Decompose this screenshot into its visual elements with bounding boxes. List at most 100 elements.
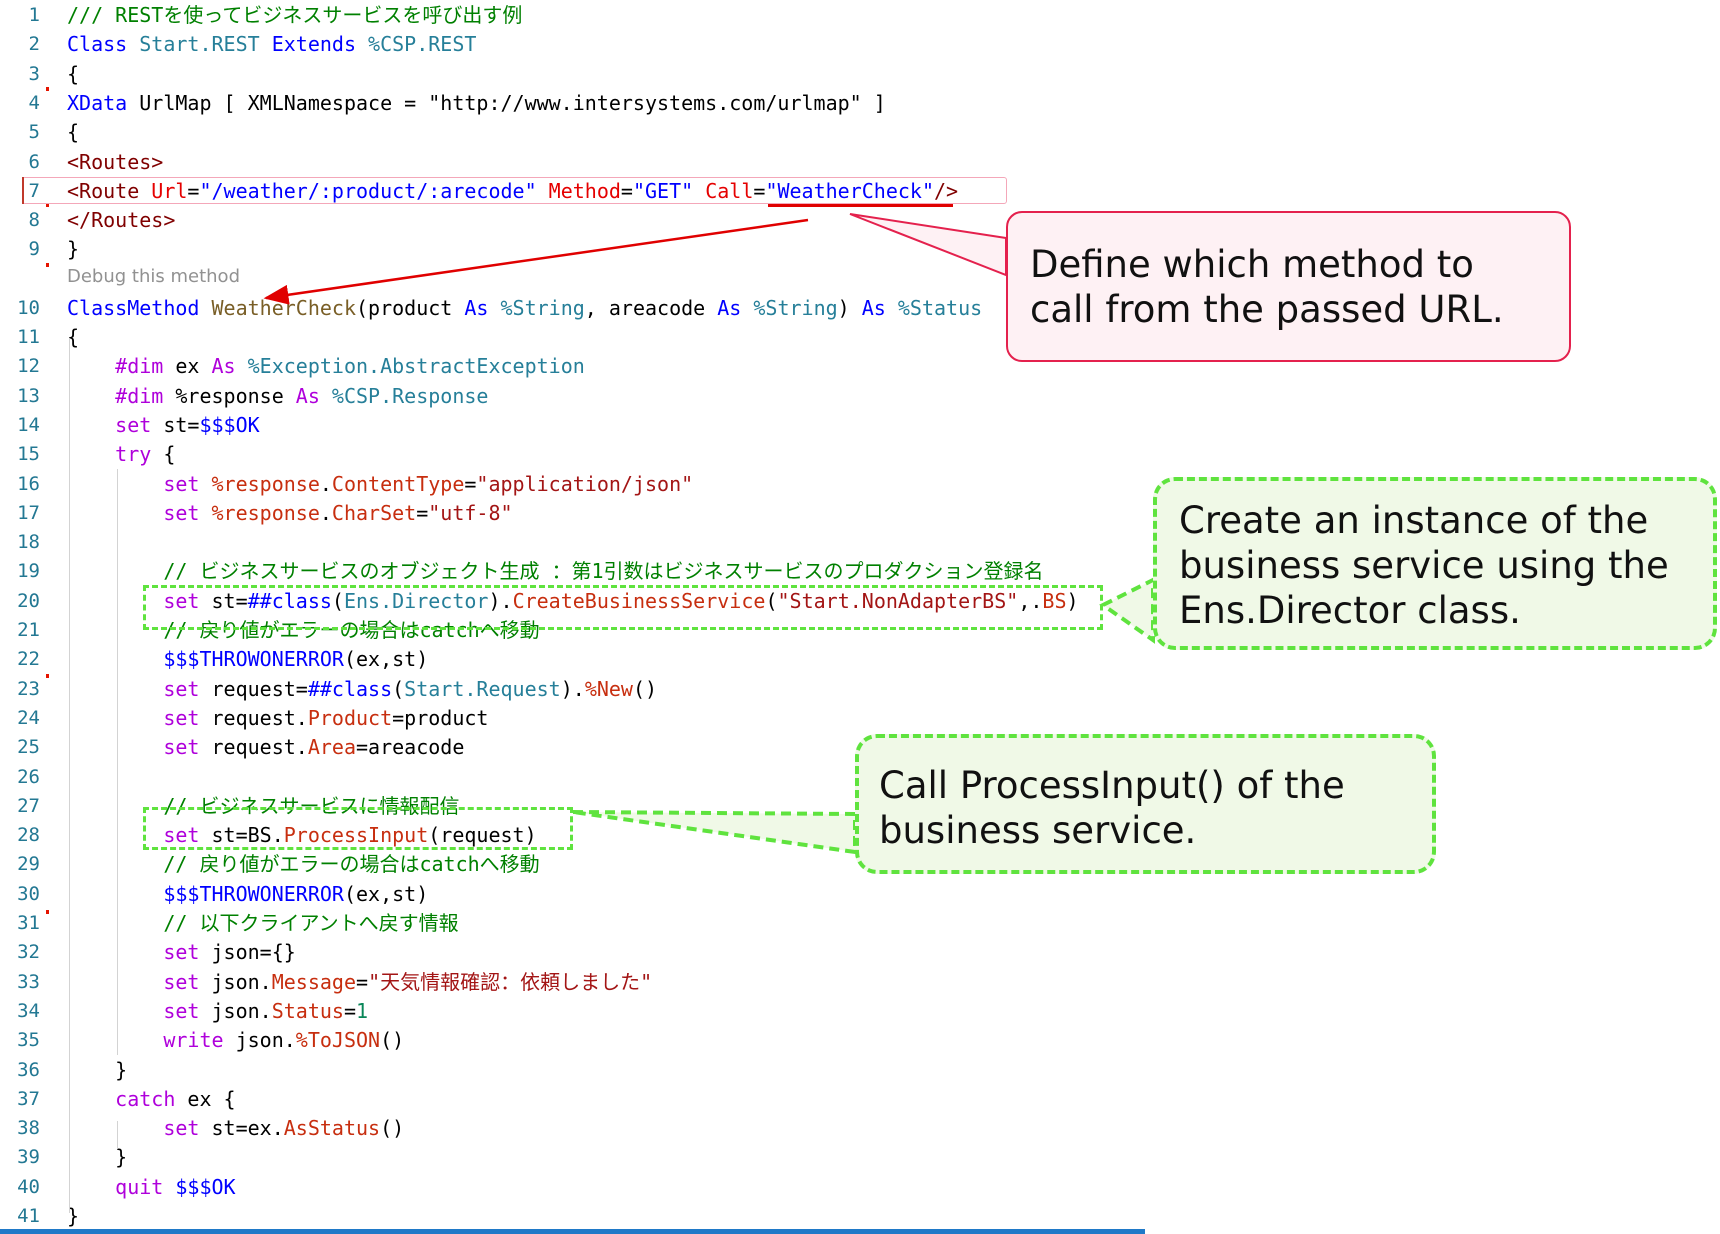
code-line[interactable]: 12 #dim ex As %Exception.AbstractExcepti… (0, 352, 1145, 381)
code-line[interactable]: 40 quit $$$OK (0, 1173, 1145, 1202)
code-token: st=ex. (211, 1116, 284, 1140)
code-text[interactable]: set st=##class(Ens.Director).CreateBusin… (67, 587, 1078, 616)
code-text[interactable]: // 以下クライアントへ戻す情報 (67, 909, 458, 938)
code-text[interactable]: </Routes> (67, 206, 175, 235)
code-line[interactable]: 3{ (0, 60, 1145, 89)
code-line[interactable]: 31 // 以下クライアントへ戻す情報 (0, 909, 1145, 938)
code-text[interactable]: #dim %response As %CSP.Response (67, 382, 488, 411)
code-line[interactable]: 22 $$$THROWONERROR(ex,st) (0, 645, 1145, 674)
code-text[interactable]: set json={} (67, 938, 295, 967)
code-text[interactable]: set json.Status=1 (67, 997, 368, 1026)
editor-bottom-scrollbar[interactable] (0, 1229, 1145, 1234)
code-token: = (753, 179, 766, 203)
code-line[interactable]: 1/// RESTを使ってビジネスサービスを呼び出す例 (0, 1, 1145, 30)
code-line[interactable]: 21 // 戻り値がエラーの場合はcatchへ移動 (0, 616, 1145, 645)
code-line[interactable]: 19 // ビジネスサービスのオブジェクト生成 ：第1引数はビジネスサービスのプ… (0, 557, 1145, 586)
code-text[interactable]: XData UrlMap [ XMLNamespace = "http://ww… (67, 89, 886, 118)
code-line[interactable]: 15 try { (0, 440, 1145, 469)
code-text[interactable]: { (67, 323, 79, 352)
change-marker-22 (46, 674, 49, 678)
debug-method-codelens[interactable]: Debug this method (67, 266, 240, 287)
code-line[interactable]: 36 } (0, 1056, 1145, 1085)
code-line[interactable]: 13 #dim %response As %CSP.Response (0, 382, 1145, 411)
code-text[interactable]: } (67, 1056, 127, 1085)
code-text[interactable]: set json.Message="天気情報確認：依頼しました" (67, 968, 652, 997)
code-line[interactable]: 20 set st=##class(Ens.Director).CreateBu… (0, 587, 1145, 616)
code-text[interactable]: Class Start.REST Extends %CSP.REST (67, 30, 476, 59)
code-line[interactable]: 32 set json={} (0, 938, 1145, 967)
code-line[interactable]: 35 write json.%ToJSON() (0, 1026, 1145, 1055)
code-text[interactable]: { (67, 118, 79, 147)
code-text[interactable]: set %response.ContentType="application/j… (67, 470, 693, 499)
code-line[interactable]: 33 set json.Message="天気情報確認：依頼しました" (0, 968, 1145, 997)
code-text[interactable]: set st=$$$OK (67, 411, 260, 440)
code-line[interactable]: 24 set request.Product=product (0, 704, 1145, 733)
code-token: (request) (428, 823, 537, 847)
code-text[interactable]: // ビジネスサービスに情報配信 (67, 792, 459, 821)
code-text[interactable]: <Route Url="/weather/:product/:arecode" … (67, 177, 958, 206)
code-token: (product (356, 296, 465, 320)
code-token: Ens.Director (343, 589, 489, 613)
code-token: write (67, 1028, 236, 1052)
code-text[interactable]: set request.Product=product (67, 704, 488, 733)
code-token: ). (488, 589, 513, 613)
code-line[interactable]: 17 set %response.CharSet="utf-8" (0, 499, 1145, 528)
code-line[interactable]: 27 // ビジネスサービスに情報配信 (0, 792, 1145, 821)
code-token: <Routes> (67, 150, 164, 174)
code-line[interactable]: 39 } (0, 1143, 1145, 1172)
code-text[interactable]: set st=ex.AsStatus() (67, 1114, 404, 1143)
code-text[interactable]: set st=BS.ProcessInput(request) (67, 821, 537, 850)
code-text[interactable]: } (67, 1143, 127, 1172)
code-text[interactable]: try { (67, 440, 175, 469)
code-text[interactable]: quit $$$OK (67, 1173, 235, 1202)
code-line[interactable]: 6<Routes> (0, 148, 1145, 177)
code-text[interactable]: // 戻り値がエラーの場合はcatchへ移動 (67, 616, 539, 645)
code-line[interactable]: 38 set st=ex.AsStatus() (0, 1114, 1145, 1143)
code-line[interactable]: 5{ (0, 118, 1145, 147)
code-text[interactable]: set request=##class(Start.Request).%New(… (67, 675, 657, 704)
code-line[interactable]: 29 // 戻り値がエラーの場合はcatchへ移動 (0, 850, 1145, 879)
code-text[interactable]: // ビジネスサービスのオブジェクト生成 ：第1引数はビジネスサービスのプロダク… (67, 557, 1043, 586)
code-line[interactable]: 7<Route Url="/weather/:product/:arecode"… (0, 177, 1145, 206)
code-line[interactable]: 14 set st=$$$OK (0, 411, 1145, 440)
code-line[interactable]: 26 (0, 763, 1145, 792)
code-token: As (861, 296, 898, 320)
line-number: 21 (17, 619, 40, 641)
code-line[interactable]: 34 set json.Status=1 (0, 997, 1145, 1026)
code-text[interactable]: <Routes> (67, 148, 163, 177)
code-text[interactable]: } (67, 1202, 79, 1231)
code-text[interactable]: #dim ex As %Exception.AbstractException (67, 352, 585, 381)
code-line[interactable]: 30 $$$THROWONERROR(ex,st) (0, 880, 1145, 909)
code-text[interactable]: $$$THROWONERROR(ex,st) (67, 645, 428, 674)
code-text[interactable]: } (67, 235, 79, 264)
code-text[interactable]: /// RESTを使ってビジネスサービスを呼び出す例 (67, 1, 522, 30)
code-token: set (67, 413, 164, 437)
code-text[interactable]: { (67, 60, 79, 89)
code-token: "GET" (632, 179, 706, 203)
code-line[interactable]: 16 set %response.ContentType="applicatio… (0, 470, 1145, 499)
code-line[interactable]: 25 set request.Area=areacode (0, 733, 1145, 762)
code-token: ProcessInput (283, 823, 429, 847)
change-marker-7 (46, 203, 49, 207)
code-line[interactable]: 23 set request=##class(Start.Request).%N… (0, 675, 1145, 704)
code-line[interactable]: 8</Routes> (0, 206, 1145, 235)
code-line[interactable]: 28 set st=BS.ProcessInput(request) (0, 821, 1145, 850)
code-line[interactable]: 9} (0, 235, 1145, 264)
code-text[interactable]: // 戻り値がエラーの場合はcatchへ移動 (67, 850, 539, 879)
code-token: () (632, 677, 658, 701)
code-text[interactable]: set request.Area=areacode (67, 733, 464, 762)
code-line[interactable]: 18 (0, 528, 1145, 557)
code-text[interactable]: write json.%ToJSON() (67, 1026, 404, 1055)
code-line[interactable]: 37 catch ex { (0, 1085, 1145, 1114)
code-line[interactable]: 11{ (0, 323, 1145, 352)
code-text[interactable]: $$$THROWONERROR(ex,st) (67, 880, 428, 909)
code-line[interactable]: 41} (0, 1202, 1145, 1231)
code-text[interactable]: catch ex { (67, 1085, 235, 1114)
code-text[interactable]: ClassMethod WeatherCheck(product As %Str… (67, 294, 982, 323)
code-text[interactable]: set %response.CharSet="utf-8" (67, 499, 512, 528)
code-token: %Exception.AbstractException (247, 354, 585, 378)
